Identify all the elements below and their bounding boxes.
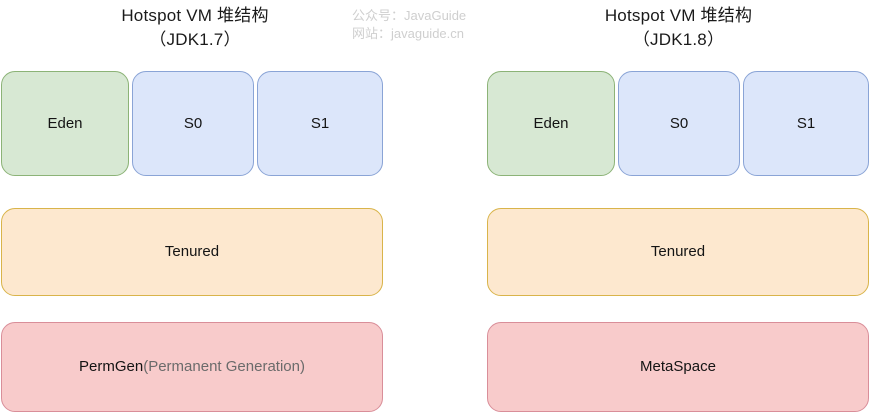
heap-box-tenured-jdk18: Tenured [487, 208, 869, 296]
heap-box-label: S0 [669, 114, 689, 132]
watermark-line-website: 网站：javaguide.cn [352, 26, 464, 41]
heap-box-metaspace-jdk18: MetaSpace [487, 322, 869, 412]
diagram-title-jdk18-line2: （JDK1.8） [632, 30, 725, 49]
heap-box-s1-jdk17: S1 [257, 71, 383, 176]
heap-box-label: Eden [47, 114, 83, 132]
heap-box-label: PermGen(Permanent Generation) [79, 358, 305, 376]
heap-box-label: Eden [533, 114, 569, 132]
heap-box-s0-jdk17: S0 [132, 71, 254, 176]
heap-box-label: Tenured [650, 243, 706, 260]
diagram-title-jdk17: Hotspot VM 堆结构 （JDK1.7） [0, 4, 390, 52]
diagram-title-jdk18: Hotspot VM 堆结构 （JDK1.8） [486, 4, 871, 52]
diagram-title-jdk18-line1: Hotspot VM 堆结构 [604, 6, 753, 25]
heap-box-label: S1 [796, 114, 816, 132]
diagram-title-jdk17-line1: Hotspot VM 堆结构 [121, 6, 269, 25]
heap-box-label: S0 [183, 114, 203, 132]
heap-box-s0-jdk18: S0 [618, 71, 740, 176]
heap-box-label: Tenured [164, 243, 220, 260]
heap-box-eden-jdk17: Eden [1, 71, 129, 176]
heap-box-eden-jdk18: Eden [487, 71, 615, 176]
heap-box-s1-jdk18: S1 [743, 71, 869, 176]
heap-box-label: S1 [310, 114, 330, 132]
permgen-secondary-label: (Permanent Generation) [143, 358, 305, 375]
permgen-primary-label: PermGen [79, 358, 144, 375]
heap-box-label: MetaSpace [640, 358, 716, 375]
diagram-title-jdk17-line2: （JDK1.7） [149, 30, 241, 49]
watermark: 公众号：JavaGuide 网站：javaguide.cn [352, 7, 512, 43]
heap-box-tenured-jdk17: Tenured [1, 208, 383, 296]
watermark-line-wechat: 公众号：JavaGuide [352, 8, 467, 23]
heap-box-permgen-jdk17: PermGen(Permanent Generation) [1, 322, 383, 412]
